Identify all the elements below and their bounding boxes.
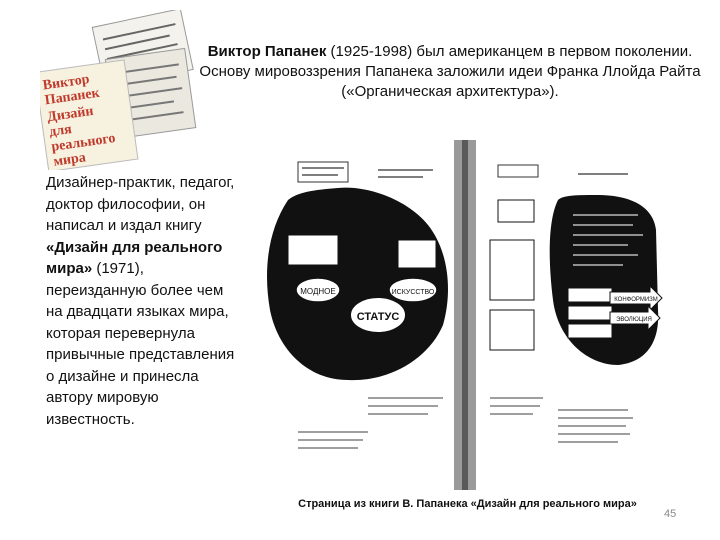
diagram-right-label: ИСКУССТВО bbox=[392, 289, 435, 296]
diagram-arrow-bottom: ЭВОЛЮЦИЯ bbox=[616, 317, 652, 323]
author-name: Виктор Папанек bbox=[207, 43, 327, 60]
figure-caption: Страница из книги В. Папанека «Дизайн дл… bbox=[298, 498, 637, 510]
cover-line-3: Дизайн bbox=[46, 104, 94, 125]
book-page-image: СТАТУС МОДНОЕ ИСКУССТВО bbox=[258, 140, 670, 490]
intro-text: (1925-1998) был американцем в первом пок… bbox=[199, 43, 701, 100]
book-title: «Дизайн для реального мира» bbox=[46, 238, 223, 278]
cover-line-1: Виктор bbox=[42, 72, 91, 93]
bio-paragraph: Дизайнер-практик, педагог, доктор филосо… bbox=[46, 172, 236, 430]
cover-line-6: мира bbox=[53, 150, 87, 169]
diagram-left-label: МОДНОЕ bbox=[300, 287, 335, 296]
diagram-arrow-top: КОНФОРМИЗМ bbox=[614, 297, 658, 303]
intro-paragraph: Виктор Папанек (1925-1998) был американц… bbox=[190, 42, 710, 102]
bio-text-1: Дизайнер-практик, педагог, доктор филосо… bbox=[46, 174, 235, 234]
bio-text-2: (1971), переизданную более чем на двадца… bbox=[46, 260, 235, 428]
book-cover-image: Виктор Папанек Дизайн для реального мира bbox=[34, 8, 200, 173]
cover-line-4: для bbox=[48, 122, 73, 140]
diagram-center-label: СТАТУС bbox=[357, 311, 400, 323]
page-number: 45 bbox=[664, 508, 677, 520]
